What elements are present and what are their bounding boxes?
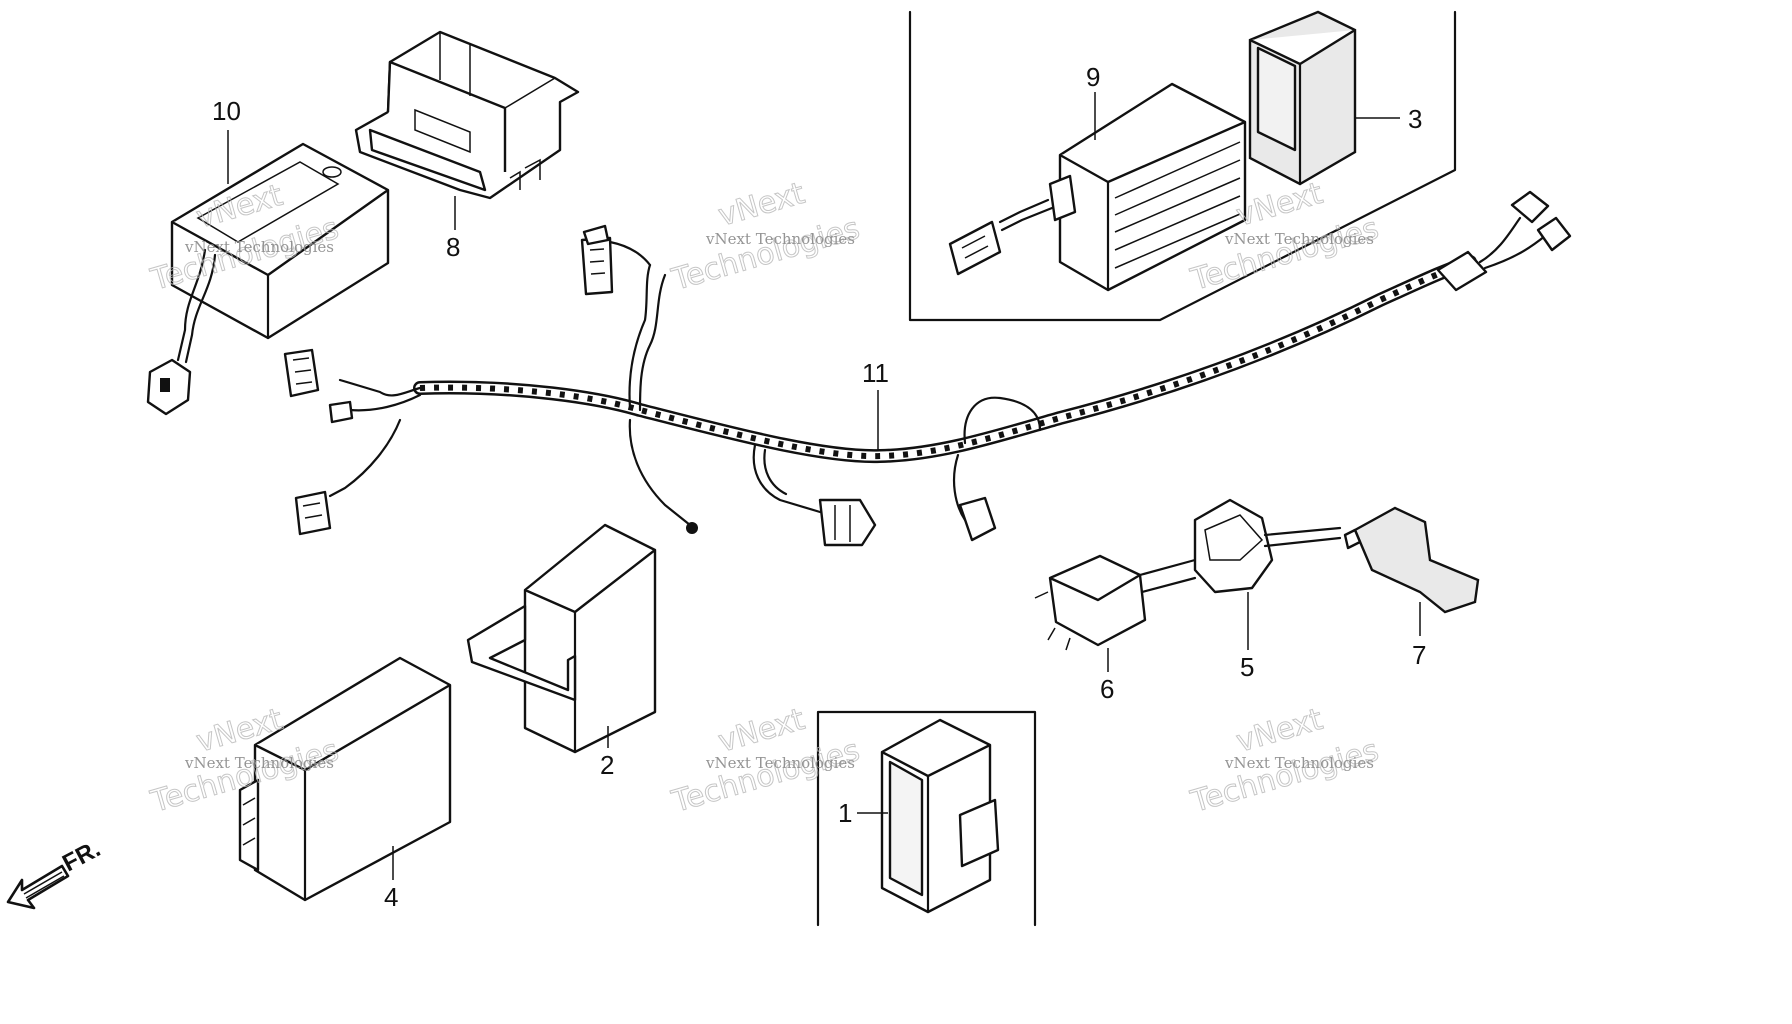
part-9-regulator xyxy=(948,82,1247,292)
inset-box-bottom xyxy=(816,710,1037,927)
part-1-cover xyxy=(880,718,1000,914)
front-direction-marker: FR. xyxy=(6,835,105,910)
watermark-text: vNext xyxy=(715,176,809,234)
callout-7: 7 xyxy=(1412,640,1426,670)
callout-2: 2 xyxy=(600,750,614,780)
watermark-text: vNext xyxy=(1233,176,1327,234)
watermark-text: vNext Technologies xyxy=(1224,754,1374,772)
callout-1: 1 xyxy=(838,798,852,828)
callout-5: 5 xyxy=(1240,652,1254,682)
watermark-text: vNext Technologies xyxy=(705,230,855,248)
callout-8: 8 xyxy=(446,232,460,262)
part-11-main-harness xyxy=(283,190,1572,547)
part-3-cover xyxy=(1248,10,1357,186)
callout-10: 10 xyxy=(212,96,241,126)
part-7-plug-cap xyxy=(1343,506,1480,614)
watermark-text: vNext Technologies xyxy=(1224,230,1374,248)
callout-9: 9 xyxy=(1086,62,1100,92)
callout-11: 11 xyxy=(862,358,889,388)
watermark-text: vNext Technologies xyxy=(184,754,334,772)
callout-3: 3 xyxy=(1408,104,1422,134)
watermark-bottom-center: vNext Technologies vNext Technologies xyxy=(667,701,864,820)
part-6-socket xyxy=(1034,554,1197,651)
callout-4: 4 xyxy=(384,882,398,912)
part-2-bracket xyxy=(466,523,657,754)
front-arrow-icon xyxy=(6,864,70,910)
part-5-grommet xyxy=(1193,498,1342,594)
watermark-bottom-right: vNext Technologies vNext Technologies xyxy=(1186,701,1383,820)
callout-6: 6 xyxy=(1100,674,1114,704)
part-4-cdi xyxy=(238,656,452,902)
part-8-holder xyxy=(354,30,580,200)
watermark-text: vNext Technologies xyxy=(184,238,334,256)
watermark-top-center: vNext Technologies vNext Technologies xyxy=(667,175,864,298)
watermark-text: Technologies xyxy=(668,211,864,298)
inset-box-top-right xyxy=(908,10,1457,322)
watermark-text: vNext Technologies xyxy=(705,754,855,772)
part-10-unit xyxy=(146,142,390,416)
